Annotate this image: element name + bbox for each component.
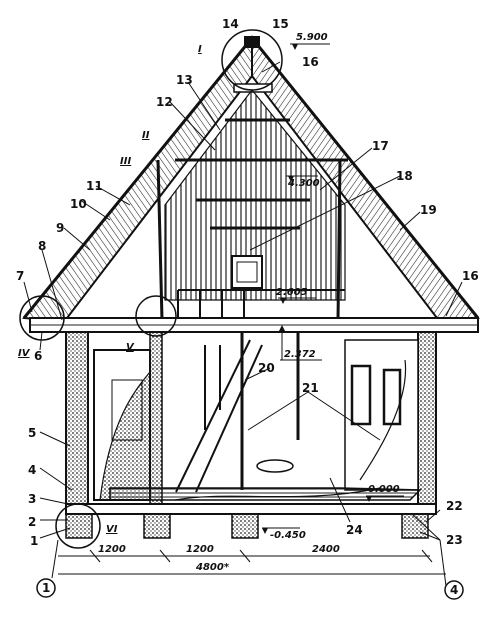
detail-callouts: I II III IV V VI — [18, 44, 202, 535]
ceiling-level: 2.605 — [276, 287, 308, 298]
label-15: 15 — [272, 17, 289, 31]
callout-III: III — [120, 156, 131, 167]
right-wall — [417, 331, 437, 513]
axis-circle-right — [444, 580, 464, 600]
ridge-level: 5.900 — [296, 32, 328, 43]
axis-circle-left — [36, 578, 56, 598]
floor-beam — [65, 503, 437, 515]
span-3: 2400 — [312, 544, 340, 555]
label-3: 3 — [28, 492, 36, 506]
label-16-top: 16 — [302, 55, 319, 69]
left-wall — [65, 331, 89, 513]
rolled-carpet — [256, 459, 294, 473]
label-16-right: 16 — [462, 269, 479, 283]
label-10: 10 — [70, 197, 87, 211]
label-11: 11 — [86, 179, 103, 193]
label-23: 23 — [446, 533, 463, 547]
dimension-labels: 5.900 4.300 2.605 2.372 0.000 -0.450 120… — [98, 32, 400, 573]
window-2 — [382, 368, 402, 426]
staircase — [175, 339, 263, 493]
label-18: 18 — [396, 169, 413, 183]
total-span: 4800* — [195, 562, 230, 573]
label-21: 21 — [302, 381, 319, 395]
ridge-block — [244, 36, 260, 48]
attic-railing — [177, 289, 345, 318]
attic-gable-wall — [164, 89, 346, 301]
callout-V: V — [126, 342, 135, 353]
ground-level: -0.450 — [270, 530, 306, 541]
label-20: 20 — [258, 361, 275, 375]
label-14: 14 — [222, 17, 239, 31]
axis-label-right: 4 — [450, 583, 458, 597]
label-1: 1 — [30, 534, 38, 548]
label-4: 4 — [28, 463, 36, 477]
label-5: 5 — [28, 426, 36, 440]
callout-IV: IV — [18, 348, 31, 359]
floor-level: 0.000 — [368, 484, 400, 495]
partition-wall — [149, 331, 163, 513]
foundation — [65, 513, 429, 539]
callout-I: I — [198, 44, 202, 55]
label-2: 2 — [28, 515, 36, 529]
label-7: 7 — [16, 269, 24, 283]
callout-II: II — [142, 130, 150, 141]
floor-boards — [109, 487, 422, 501]
label-19: 19 — [420, 203, 437, 217]
axis-label-left: 1 — [42, 581, 50, 595]
label-12: 12 — [156, 95, 173, 109]
height-2372: 2.372 — [284, 349, 316, 360]
dimension-lines — [51, 43, 447, 587]
level-arrows — [262, 44, 372, 534]
label-9: 9 — [56, 221, 64, 235]
detail-circles — [19, 29, 283, 549]
attic-level: 4.300 — [287, 178, 320, 189]
rafters — [156, 118, 348, 321]
window-1 — [350, 364, 372, 426]
leader-lines — [23, 61, 463, 541]
span-1: 1200 — [98, 544, 126, 555]
label-8: 8 — [38, 239, 46, 253]
span-2: 1200 — [186, 544, 214, 555]
part-labels: 1 2 3 4 5 6 7 8 9 10 11 12 13 14 15 16 1… — [16, 17, 479, 548]
callout-VI: VI — [106, 524, 118, 535]
label-6: 6 — [34, 349, 42, 363]
label-22: 22 — [446, 499, 463, 513]
label-24: 24 — [346, 523, 363, 537]
label-17: 17 — [372, 139, 389, 153]
roof — [22, 35, 480, 324]
label-13: 13 — [176, 73, 193, 87]
